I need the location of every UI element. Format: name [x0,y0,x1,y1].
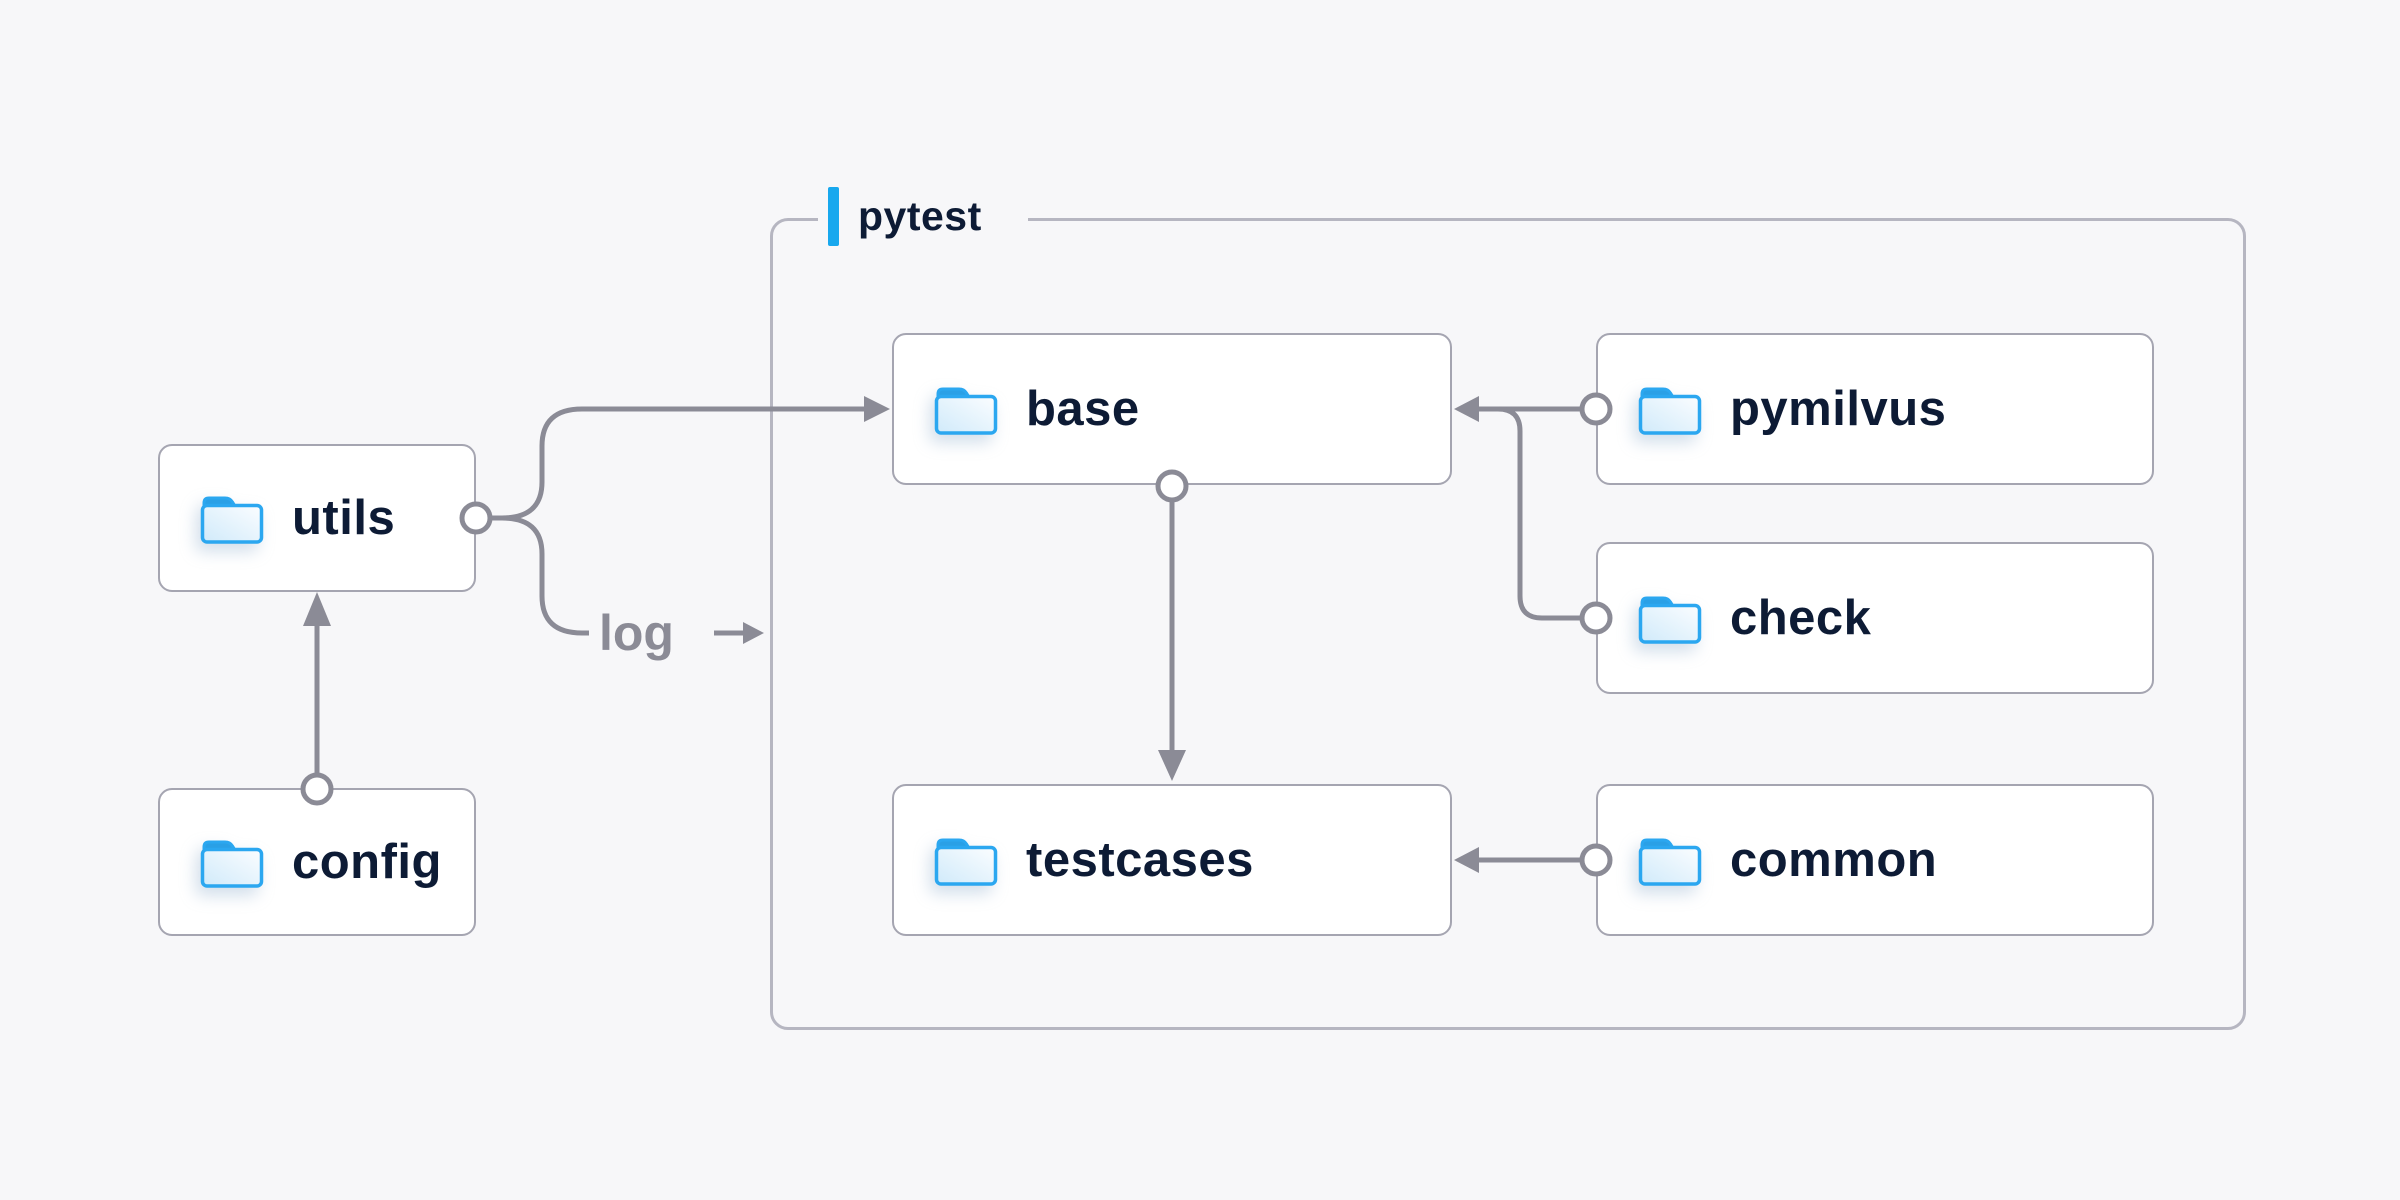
accent-bar [828,187,839,246]
arrowhead-into-utils [303,592,331,626]
node-label-check: check [1730,591,1872,645]
edge-label-log: log [599,605,674,661]
log-arrowhead [743,622,764,644]
folder-icon [1638,387,1702,435]
folder-icon [934,387,998,435]
node-pymilvus: pymilvus [1596,333,2154,485]
node-label-base: base [1026,382,1140,436]
node-check: check [1596,542,2154,694]
folder-icon [200,840,264,888]
folder-icon [1638,596,1702,644]
node-utils: utils [158,444,476,592]
group-label-pytest: pytest [858,193,982,239]
node-label-common: common [1730,833,1938,887]
node-label-testcases: testcases [1026,833,1254,887]
edge-utils-to-log [490,515,589,636]
folder-icon [1638,838,1702,886]
node-label-utils: utils [292,491,396,545]
folder-icon [200,496,264,544]
node-base: base [892,333,1452,485]
node-label-pymilvus: pymilvus [1730,382,1947,436]
node-config: config [158,788,476,936]
node-testcases: testcases [892,784,1452,936]
folder-icon [934,838,998,886]
group-border-gap [818,212,1028,226]
node-common: common [1596,784,2154,936]
pytest-group-container [770,218,2246,1030]
node-label-config: config [292,835,442,889]
